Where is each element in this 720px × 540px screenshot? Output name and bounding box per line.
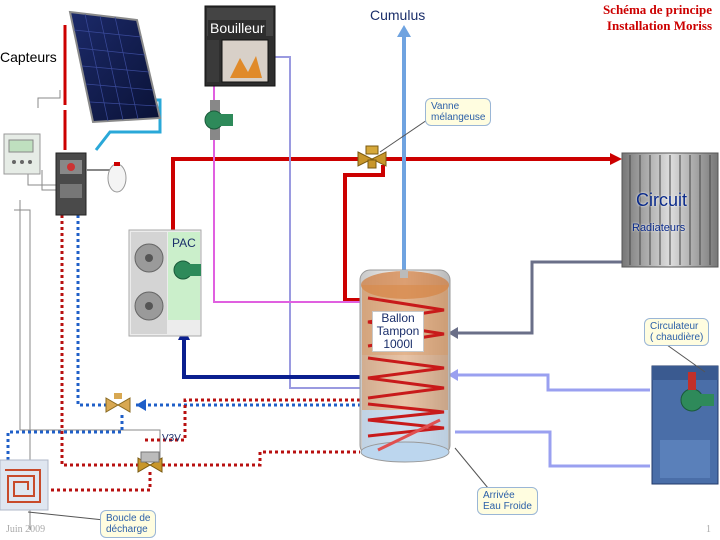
pac-label: PAC <box>172 236 196 250</box>
pac-heat-pump <box>128 229 202 337</box>
title-line-2: Installation Moriss <box>606 18 712 33</box>
arrivee-line-2: Eau Froide <box>483 501 532 512</box>
v3v-label: V3V <box>162 433 181 444</box>
circulateur-line-1: Circulateur <box>650 321 699 332</box>
bouilleur-label: Bouilleur <box>208 20 267 36</box>
hot-dotted-lines <box>35 215 360 492</box>
radiateurs-label: Radiateurs <box>632 222 686 234</box>
boucle-callout: Boucle de décharge <box>100 510 157 538</box>
cold-loop-valve <box>105 393 131 413</box>
footer-page-number: 1 <box>706 524 711 535</box>
ballon-label: Ballon Tampon 1000l <box>372 311 424 352</box>
vanne-callout: Vanne mélangeuse <box>425 98 492 126</box>
boucle-line-2: décharge <box>106 524 148 535</box>
boiler <box>651 365 719 485</box>
v3v-valve <box>137 451 163 473</box>
ballon-line-2: Tampon <box>376 324 420 338</box>
solar-loop <box>63 25 162 151</box>
footer-date: Juin 2009 <box>6 524 46 535</box>
bouilleur-pump <box>204 100 233 140</box>
arrivee-line-1: Arrivée <box>483 490 515 501</box>
buffer-tank <box>359 269 451 463</box>
cold-dotted-lines <box>6 215 360 460</box>
hot-supply-pipe <box>171 153 622 302</box>
ballon-line-1: Ballon <box>381 311 415 325</box>
ballon-line-3: 1000l <box>383 337 413 351</box>
circuit-label: Circuit <box>636 190 688 210</box>
grey-wires <box>14 90 161 530</box>
boucle-line-1: Boucle de <box>106 513 151 524</box>
bouilleur-stove <box>204 5 276 87</box>
radiator <box>621 152 719 268</box>
solar-controller <box>3 133 41 175</box>
underfloor-coil <box>0 459 49 511</box>
vanne-line-2: mélangeuse <box>431 112 486 123</box>
expansion-vessel <box>86 162 127 193</box>
mixing-valve <box>357 145 387 169</box>
vanne-line-1: Vanne <box>431 101 460 112</box>
boiler-loops <box>448 369 650 468</box>
cumulus-label: Cumulus <box>370 7 426 23</box>
title-line-1: Schéma de principe <box>602 2 712 17</box>
circulateur-line-2: ( chaudière) <box>650 332 704 343</box>
cumulus-pipe <box>397 25 411 270</box>
arrivee-callout: Arrivée Eau Froide <box>477 487 538 515</box>
solar-pump-station <box>55 152 87 216</box>
radiator-return-pipe <box>448 260 622 339</box>
capteurs-label: Capteurs <box>0 49 57 65</box>
circulateur-callout: Circulateur ( chaudière) <box>644 318 710 346</box>
solar-panel <box>68 10 162 124</box>
pac-return-pipe <box>178 328 360 379</box>
